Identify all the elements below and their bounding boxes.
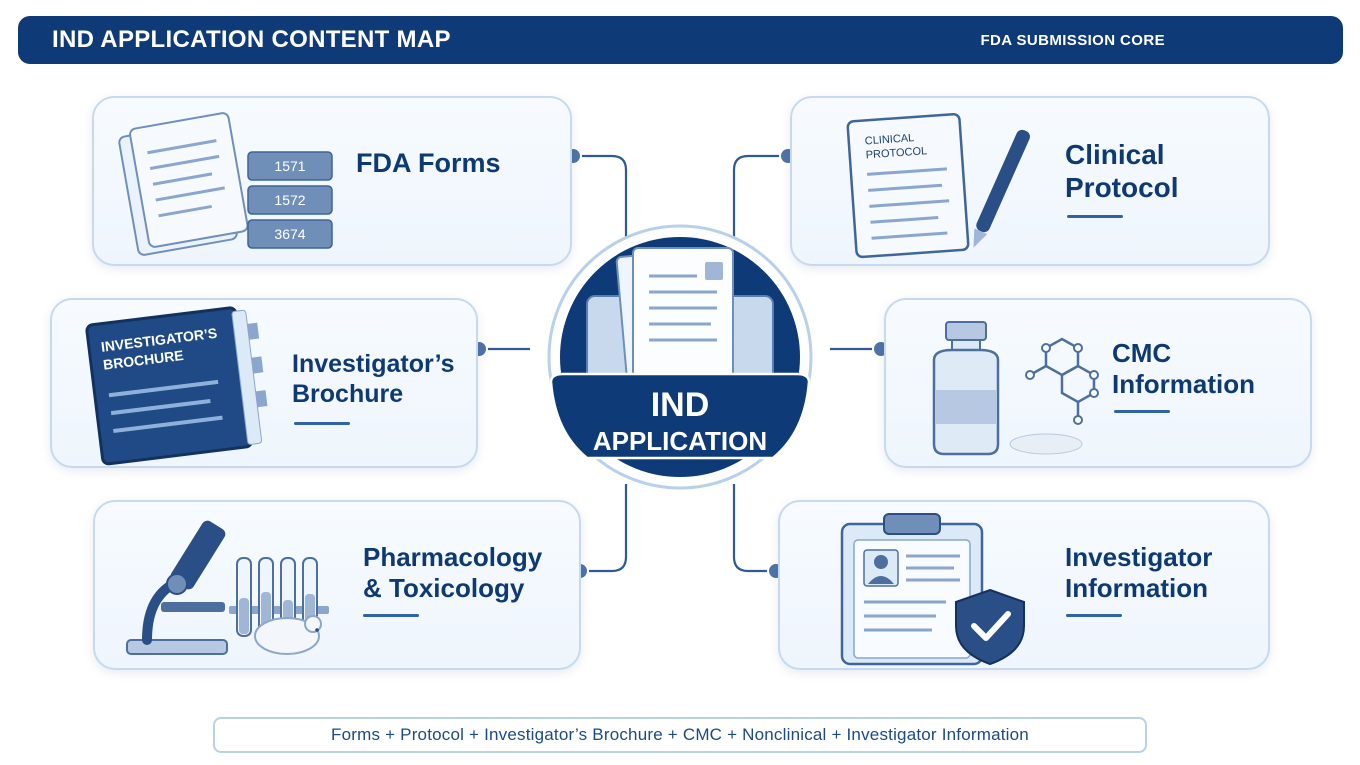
card-investigators-brochure[interactable]: INVESTIGATOR’S BROCHURE Investigator’s B… [50, 298, 478, 468]
summary-bar: Forms + Protocol + Investigator’s Brochu… [213, 717, 1147, 753]
card-underline [1067, 215, 1123, 218]
card-label: CMC Information [1112, 338, 1255, 399]
form-number-1: 1571 [274, 158, 305, 174]
card-cmc-information[interactable]: CMC Information [884, 298, 1312, 468]
forms-stack-icon: 1571 1572 3674 [118, 112, 333, 256]
card-label-line1: Clinical [1065, 139, 1165, 170]
doc-title-line2: PROTOCOL [865, 145, 927, 161]
card-label-line1: Investigator’s [292, 350, 455, 378]
connector-fda-forms [573, 154, 628, 238]
header-bar: IND APPLICATION CONTENT MAP FDA SUBMISSI… [18, 16, 1343, 64]
card-underline [1114, 410, 1170, 413]
vial-molecule-icon [932, 321, 1099, 456]
card-fda-forms[interactable]: 1571 1572 3674 FDA Forms [92, 96, 572, 266]
card-label-line1: Pharmacology [363, 542, 543, 572]
summary-text: Forms + Protocol + Investigator’s Brochu… [331, 725, 1029, 744]
card-pharm-tox[interactable]: Pharmacology & Toxicology [93, 500, 581, 670]
card-label-line2: Brochure [292, 379, 404, 408]
card-underline [294, 422, 350, 425]
card-label: Pharmacology & Toxicology [363, 542, 542, 603]
doc-title-line1: CLINICAL [864, 132, 914, 147]
card-label-line2: Information [1065, 572, 1208, 603]
hub-title-line1: IND [651, 386, 710, 424]
clipboard-shield-icon [840, 513, 1025, 666]
connector-pharm-tox [580, 484, 628, 573]
hub-title-line2: APPLICATION [593, 426, 767, 456]
card-label: Investigator’s Brochure [292, 350, 455, 409]
ind-application-hub[interactable]: IND APPLICATION [515, 218, 845, 496]
page-title: IND APPLICATION CONTENT MAP [52, 26, 451, 53]
microscope-mouse-icon [126, 520, 329, 655]
card-label: FDA Forms [356, 148, 501, 178]
page-subtitle: FDA SUBMISSION CORE [980, 31, 1165, 49]
connector-investigator-info [732, 484, 776, 573]
card-label: Investigator Information [1065, 542, 1212, 603]
card-label-line2: Information [1112, 368, 1255, 399]
card-label-line2: & Toxicology [363, 572, 525, 603]
clipboard-pen-icon: CLINICAL PROTOCOL [846, 112, 1030, 259]
card-label-line2: Protocol [1065, 172, 1179, 204]
card-label-line1: Investigator [1065, 542, 1213, 572]
card-label-line1: CMC [1112, 338, 1172, 368]
connector-clinical-protocol [732, 154, 788, 238]
card-investigator-information[interactable]: Investigator Information [778, 500, 1270, 670]
card-underline [363, 614, 419, 617]
form-number-3: 3674 [274, 226, 305, 242]
card-underline [1066, 614, 1122, 617]
form-number-2: 1572 [274, 192, 305, 208]
brochure-book-icon: INVESTIGATOR’S BROCHURE [85, 306, 268, 466]
card-label: Clinical Protocol [1065, 138, 1179, 204]
card-clinical-protocol[interactable]: CLINICAL PROTOCOL Clinical Protocol [790, 96, 1270, 266]
document-folder-icon [586, 247, 774, 393]
